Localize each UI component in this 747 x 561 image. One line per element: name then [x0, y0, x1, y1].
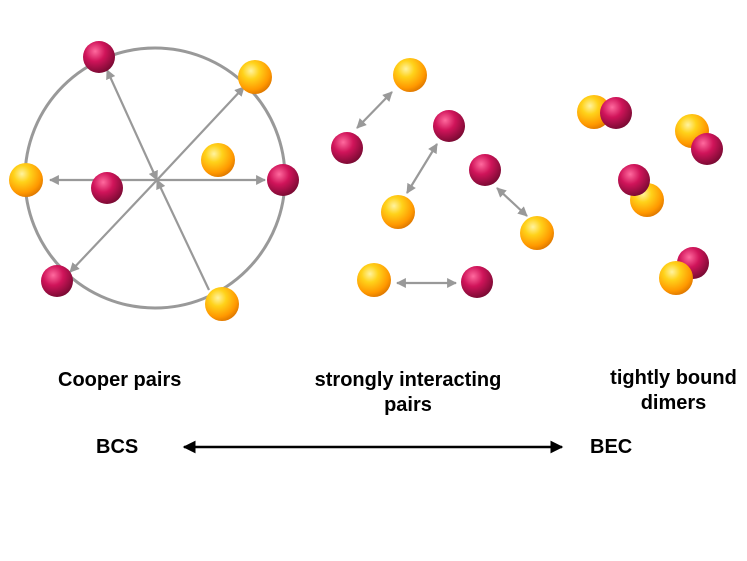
tightly-bound-dimers-label: tightly bound dimers: [610, 367, 737, 414]
bcs-label: BCS: [96, 436, 139, 458]
pair-arrow: [105, 69, 159, 181]
magenta-particle-icon: [91, 172, 123, 204]
yellow-particle-icon: [381, 195, 415, 229]
dimer: [659, 247, 709, 295]
dimer: [675, 114, 723, 165]
yellow-particle-icon: [201, 143, 235, 177]
pair-arrow: [156, 179, 210, 291]
magenta-particle-icon: [433, 110, 465, 142]
pair-arrow: [356, 91, 393, 129]
yellow-particle-icon: [520, 216, 554, 250]
yellow-particle-icon: [393, 58, 427, 92]
yellow-particle-icon: [357, 263, 391, 297]
dimer: [577, 95, 632, 129]
strongly-interacting-group: [331, 58, 554, 298]
yellow-particle-icon: [9, 163, 43, 197]
tightly-bound-dimers-group: [577, 95, 723, 295]
magenta-particle-icon: [461, 266, 493, 298]
yellow-particle-icon: [205, 287, 239, 321]
yellow-particle-icon: [659, 261, 693, 295]
strongly-interacting-label: strongly interacting pairs: [314, 369, 502, 416]
yellow-particle-icon: [238, 60, 272, 94]
pair-arrow: [406, 143, 438, 194]
pair-arrow: [69, 179, 158, 273]
magenta-particle-icon: [618, 164, 650, 196]
magenta-particle-icon: [691, 133, 723, 165]
cooper-pairs-label: Cooper pairs: [58, 369, 182, 391]
magenta-particle-icon: [331, 132, 363, 164]
magenta-particle-icon: [469, 154, 501, 186]
pair-arrow: [156, 86, 245, 181]
magenta-particle-icon: [267, 164, 299, 196]
cooper-pairs-group: [9, 41, 299, 321]
bec-label: BEC: [590, 436, 633, 458]
magenta-particle-icon: [600, 97, 632, 129]
magenta-particle-icon: [83, 41, 115, 73]
dimer: [618, 164, 664, 217]
magenta-particle-icon: [41, 265, 73, 297]
pair-arrow: [496, 187, 528, 217]
